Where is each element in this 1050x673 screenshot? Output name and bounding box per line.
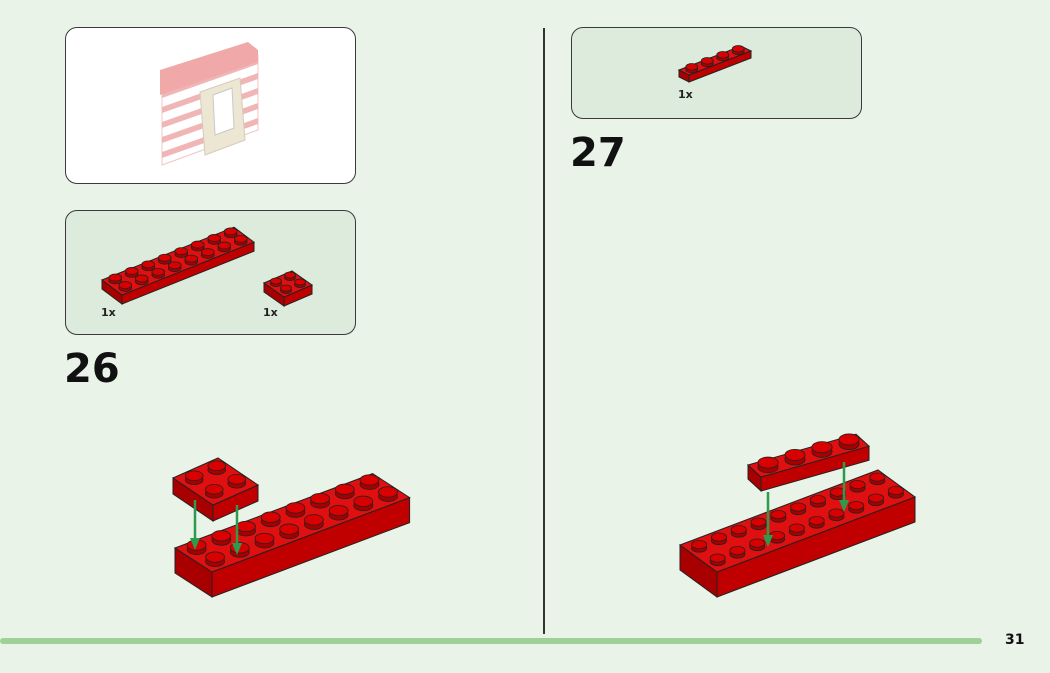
stud (118, 281, 133, 289)
stud (284, 271, 296, 279)
stud (270, 277, 282, 285)
stud (260, 511, 281, 523)
preview-panel (65, 27, 356, 184)
stud (353, 495, 374, 507)
stud (157, 253, 172, 262)
stud (254, 532, 275, 545)
part-qty: 1x (101, 306, 116, 319)
stud (709, 553, 726, 563)
stud (236, 520, 256, 533)
stud (868, 493, 885, 503)
stud (174, 247, 189, 256)
stud (184, 470, 204, 482)
preview-model-image (160, 42, 259, 166)
arrow-icon (763, 492, 773, 547)
stud (167, 261, 182, 270)
stud (731, 45, 745, 53)
stud (869, 472, 886, 482)
part-qty: 1x (678, 88, 693, 101)
stud (757, 456, 779, 469)
stud (784, 448, 806, 461)
page-number: 31 (1005, 632, 1025, 648)
stud (848, 500, 865, 511)
stud (303, 514, 324, 526)
step-number: 26 (64, 346, 120, 392)
stud (334, 483, 355, 495)
stud (285, 502, 306, 514)
stud (750, 517, 767, 527)
stud (184, 254, 199, 263)
stud (280, 284, 292, 292)
stud (310, 492, 331, 505)
stud (730, 524, 747, 535)
stud (710, 532, 727, 542)
stud (141, 260, 156, 269)
plate-1x4 (747, 433, 870, 493)
column-divider (543, 28, 545, 634)
stud (811, 441, 833, 454)
stud (134, 274, 149, 283)
stud (328, 504, 349, 517)
parts-panel-step-26: 1x 1x (65, 210, 356, 335)
stud (691, 539, 708, 550)
stud (190, 240, 205, 249)
stud (200, 248, 215, 256)
stud (211, 530, 232, 542)
stud (223, 227, 238, 236)
stud (378, 486, 398, 498)
stud (790, 502, 807, 512)
part-plate-1x4 (677, 45, 753, 83)
stud (729, 545, 746, 556)
stud (828, 508, 845, 518)
arrow-icon (190, 500, 200, 550)
stud (716, 51, 730, 59)
stud (788, 523, 805, 533)
stud (359, 474, 380, 486)
part-plate-2x8 (100, 226, 256, 305)
stud (108, 273, 123, 282)
stud (809, 494, 826, 505)
plate-2x2 (171, 457, 260, 522)
stud (227, 473, 247, 485)
stud (685, 63, 699, 71)
stud (829, 487, 846, 497)
stud (151, 267, 166, 276)
progress-bar (0, 638, 982, 644)
stud (838, 433, 860, 446)
part-plate-2x2 (262, 270, 314, 307)
stud (233, 234, 248, 243)
base-plate-2x10 (678, 469, 917, 598)
stud (700, 57, 714, 65)
part-qty: 1x (263, 306, 278, 319)
stud (279, 523, 300, 535)
stud (294, 278, 306, 286)
stud (217, 241, 232, 250)
stud (207, 460, 227, 472)
arrow-icon (839, 462, 849, 512)
stud (808, 515, 825, 526)
stud (849, 479, 866, 490)
step-number: 27 (570, 130, 626, 176)
stud (207, 234, 222, 242)
stud (204, 483, 224, 495)
stud (770, 509, 787, 520)
arrow-icon (232, 505, 242, 555)
stud (749, 538, 766, 548)
stud (887, 485, 904, 496)
stud (205, 551, 226, 563)
parts-panel-step-27: 1x (571, 27, 862, 119)
stud (124, 267, 139, 275)
